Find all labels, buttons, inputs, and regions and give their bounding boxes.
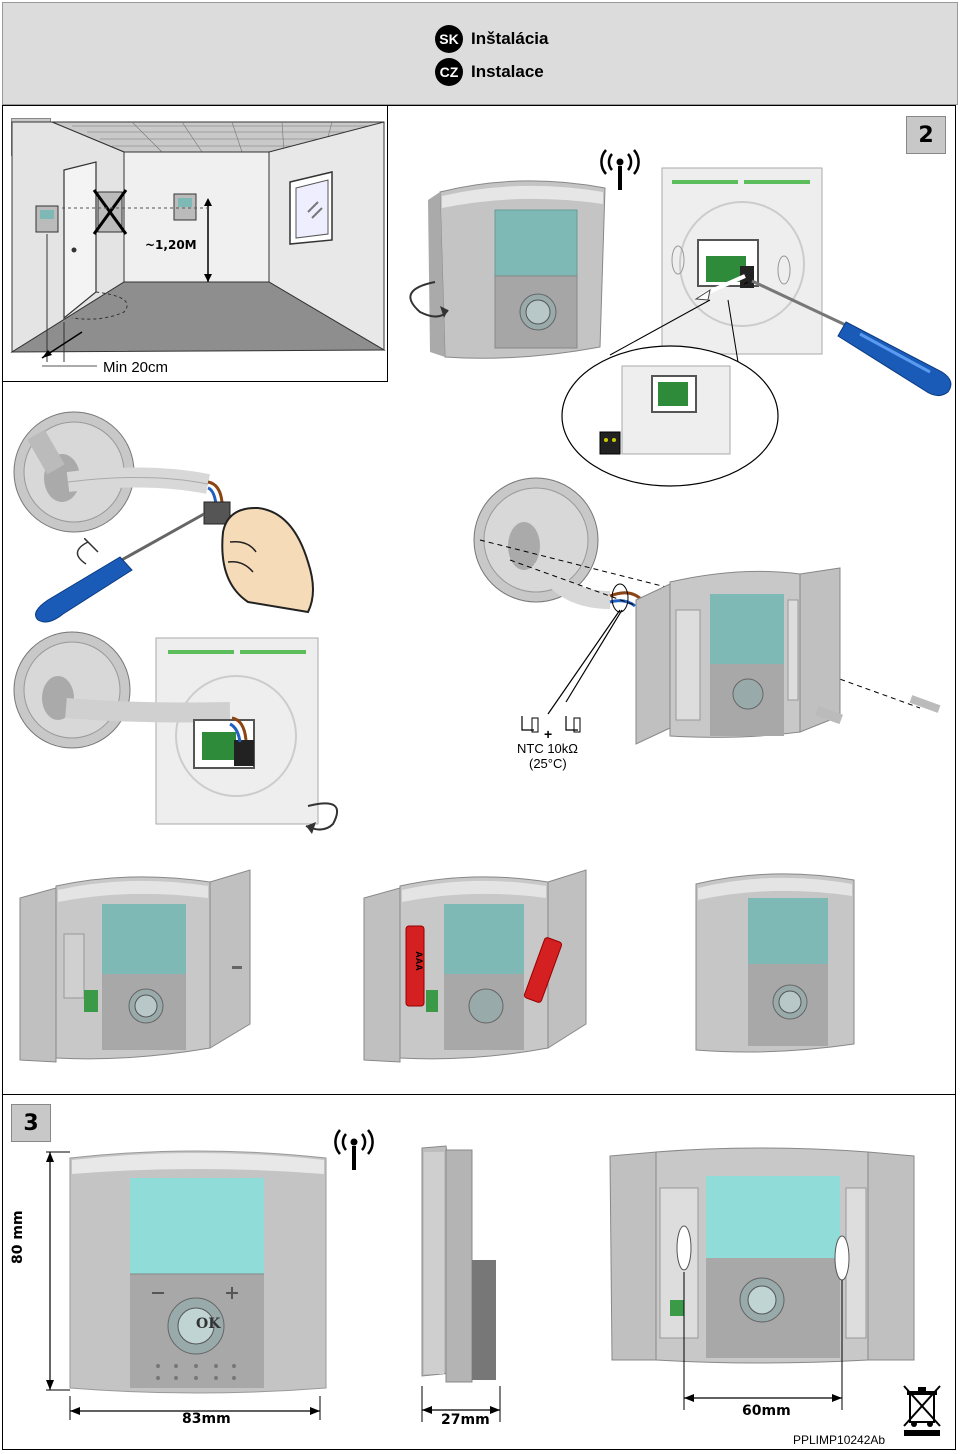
language-row-cz: CZ Instalace xyxy=(435,58,544,86)
title-cz: Instalace xyxy=(471,62,544,81)
min-distance-label: Min 20cm xyxy=(103,359,169,376)
battery-label: AAA xyxy=(413,951,424,971)
thermostat-front-opening xyxy=(409,180,606,359)
thermostat-open-empty xyxy=(19,869,251,1063)
thermostat-batteries xyxy=(363,869,587,1063)
back-plate-screwdriver xyxy=(661,167,952,396)
room-illustration xyxy=(10,121,386,367)
language-row-sk: SK Inštalácia xyxy=(435,25,549,53)
sensor-label: NTC 10kΩ xyxy=(517,741,579,756)
language-badge-sk: SK xyxy=(435,25,463,53)
connector-callout xyxy=(561,299,779,487)
open-view-mounting xyxy=(609,1147,915,1410)
sensor-temp: (25°C) xyxy=(529,756,567,771)
thermistor-symbol xyxy=(521,716,581,733)
thermostat-closed xyxy=(695,873,855,1053)
title-sk: Inštalácia xyxy=(471,29,549,48)
height-dimension: 80 mm xyxy=(10,1210,26,1264)
exploded-mounting-view xyxy=(473,477,941,745)
depth-dimension: 27mm xyxy=(441,1412,490,1428)
plus-sign: + xyxy=(544,726,553,742)
title-banner: SK Inštalácia CZ Instalace xyxy=(2,2,958,105)
width-dimension: 83mm xyxy=(182,1411,231,1427)
wall-box-wiring xyxy=(13,411,314,623)
ok-label-front: OK xyxy=(196,1316,221,1332)
wireless-icon xyxy=(600,149,640,190)
step-3-badge: 3 xyxy=(11,1104,51,1142)
document-reference: PPLIMP10242Ab xyxy=(793,1433,886,1447)
step-3-panel xyxy=(2,1094,956,1450)
language-badge-cz: CZ xyxy=(435,58,463,86)
weee-bin-icon xyxy=(903,1385,941,1436)
mount-dimension: 60mm xyxy=(742,1403,791,1419)
wall-box-plate xyxy=(13,631,339,834)
wireless-icon-step3 xyxy=(334,1129,374,1170)
front-view-dimensioned xyxy=(46,1150,327,1420)
side-view-dimensioned xyxy=(421,1145,501,1422)
height-label: ~1,20M xyxy=(145,238,197,252)
step-2-badge: 2 xyxy=(906,116,946,154)
